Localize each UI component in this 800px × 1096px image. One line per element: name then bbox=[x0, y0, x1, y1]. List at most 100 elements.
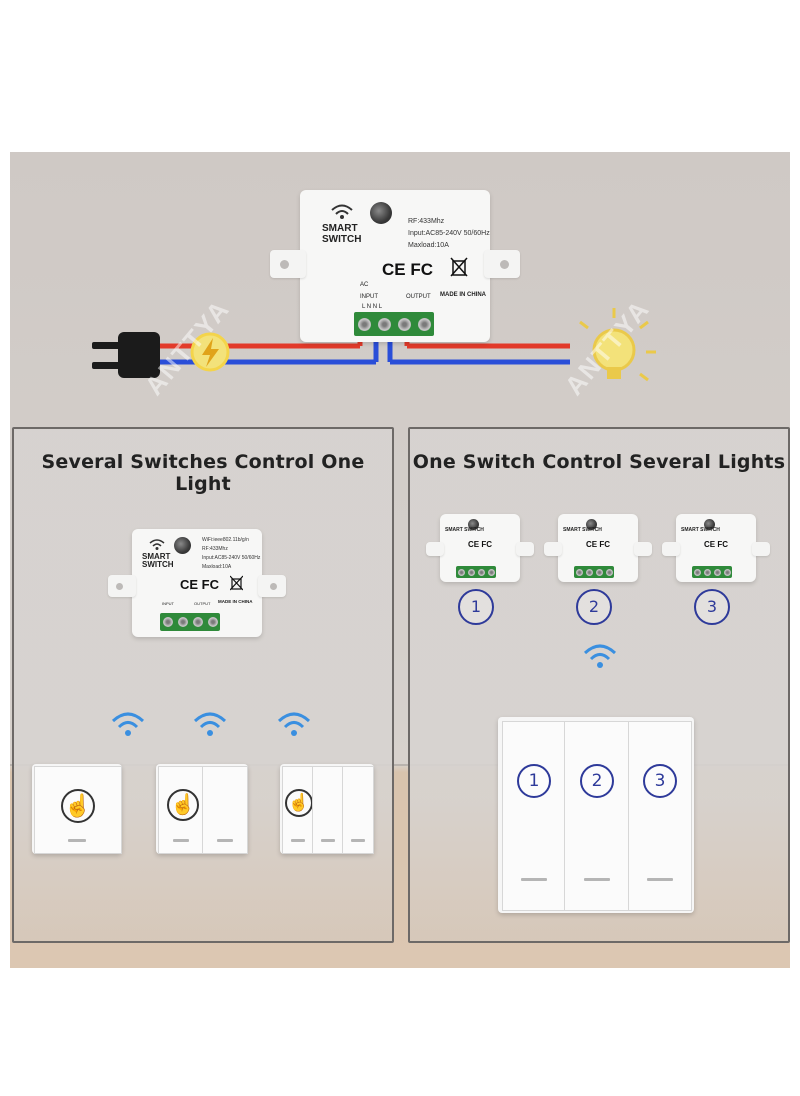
panel-one-switch: One Switch Control Several Lights SMART … bbox=[408, 427, 790, 943]
indicator-lens bbox=[704, 519, 715, 530]
made-in-label: MADE IN CHINA bbox=[440, 292, 486, 298]
terminal-block bbox=[574, 566, 614, 578]
terminal-block bbox=[160, 613, 220, 631]
terminal-block bbox=[354, 312, 434, 336]
small-module-3: SMART SWITCH CE FC bbox=[662, 514, 770, 582]
terminal-screw bbox=[192, 617, 203, 627]
floor-line bbox=[10, 764, 790, 766]
terminal-screw bbox=[397, 317, 411, 331]
input-label: INPUT bbox=[360, 294, 378, 300]
product-scene: SMART SWITCH RF:433Mhz Input:AC85-240V 5… bbox=[10, 152, 790, 968]
switch-rocker[interactable]: ☝ bbox=[282, 766, 314, 854]
switch-rocker[interactable] bbox=[312, 766, 344, 854]
switch-button-3[interactable]: 3 bbox=[628, 721, 692, 911]
module-label: SMART SWITCH bbox=[445, 527, 484, 533]
output-label: OUTPUT bbox=[194, 601, 211, 606]
indicator-lens bbox=[468, 519, 479, 530]
input-label: INPUT bbox=[162, 601, 174, 606]
label-line-2: SWITCH bbox=[142, 560, 174, 570]
certification-marks: CE FC bbox=[704, 540, 728, 549]
terminal-screw bbox=[207, 617, 218, 627]
wiring-diagram bbox=[92, 308, 656, 382]
certification-marks: CE FC bbox=[382, 260, 433, 279]
wifi-signal-icon bbox=[331, 204, 353, 219]
mounting-ear-left bbox=[662, 542, 680, 556]
wifi-signal-icon bbox=[149, 539, 165, 550]
touch-hand-icon: ☝ bbox=[61, 789, 95, 823]
weee-bin-icon bbox=[230, 575, 243, 591]
light-bulb-icon bbox=[579, 308, 656, 382]
spec-maxload: Maxload:10A bbox=[408, 242, 449, 249]
main-smart-switch-module: SMART SWITCH RF:433Mhz Input:AC85-240V 5… bbox=[270, 190, 520, 342]
switch-rocker[interactable] bbox=[202, 766, 248, 854]
panel-smart-switch-module: SMART SWITCH WiFi:ieee802.11b/g/n RF:433… bbox=[108, 529, 286, 637]
ac-label: AC bbox=[360, 282, 369, 288]
switch-button-1[interactable]: 1 bbox=[502, 721, 566, 911]
mounting-ear-left bbox=[426, 542, 444, 556]
button-number-2: 2 bbox=[580, 764, 614, 798]
switch-indicator bbox=[217, 839, 233, 842]
spec-input: Input:AC85-240V 50/60Hz bbox=[202, 555, 261, 561]
mounting-ear-left bbox=[108, 575, 136, 597]
touch-hand-icon: ☝ bbox=[167, 789, 199, 821]
lightning-bolt-icon bbox=[190, 332, 230, 372]
certification-marks: CE FC bbox=[586, 540, 610, 549]
spec-input: Input:AC85-240V 50/60Hz bbox=[408, 230, 490, 237]
button-number-1: 1 bbox=[517, 764, 551, 798]
module-number-3: 3 bbox=[694, 589, 730, 625]
switch-indicator bbox=[647, 878, 673, 881]
switch-indicator bbox=[291, 839, 305, 842]
made-in-label: MADE IN CHINA bbox=[218, 599, 253, 604]
terminal-screw bbox=[417, 317, 431, 331]
spec-rf: RF:433Mhz bbox=[202, 546, 228, 552]
mounting-ear-left bbox=[544, 542, 562, 556]
switch-indicator bbox=[351, 839, 365, 842]
module-label: SMART SWITCH bbox=[322, 223, 362, 245]
button-number-3: 3 bbox=[643, 764, 677, 798]
small-module-2: SMART SWITCH CE FC bbox=[544, 514, 652, 582]
wall-switch-1-gang[interactable]: ☝ bbox=[32, 764, 122, 854]
wifi-signal-icon bbox=[111, 712, 145, 736]
switch-rocker[interactable]: ☝ bbox=[158, 766, 204, 854]
certification-marks: CE FC bbox=[468, 540, 492, 549]
switch-indicator bbox=[521, 878, 547, 881]
certification-marks: CE FC bbox=[180, 577, 219, 592]
module-number-2: 2 bbox=[576, 589, 612, 625]
label-line-1: SMART bbox=[322, 223, 358, 234]
switch-indicator bbox=[584, 878, 610, 881]
module-label: SMART SWITCH bbox=[563, 527, 602, 533]
wall-switch-3-gang[interactable]: ☝ bbox=[280, 764, 374, 854]
weee-bin-icon bbox=[450, 257, 468, 277]
mounting-ear-right bbox=[258, 575, 286, 597]
terminal-screw bbox=[377, 317, 391, 331]
spec-rf: RF:433Mhz bbox=[408, 218, 445, 225]
indicator-lens bbox=[174, 537, 191, 554]
switch-rocker[interactable] bbox=[342, 766, 374, 854]
label-line-1: SMART bbox=[142, 552, 171, 561]
wifi-signal-icon bbox=[277, 712, 311, 736]
module-label: SMART SWITCH bbox=[681, 527, 720, 533]
terminal-screw bbox=[162, 617, 173, 627]
panel-title: Several Switches Control One Light bbox=[41, 451, 365, 495]
terminal-block bbox=[692, 566, 732, 578]
terminal-block bbox=[456, 566, 496, 578]
terminal-screw bbox=[357, 317, 371, 331]
switch-button-2[interactable]: 2 bbox=[564, 721, 630, 911]
spec-wifi: WiFi:ieee802.11b/g/n bbox=[202, 537, 249, 543]
panel-title: One Switch Control Several Lights bbox=[412, 451, 786, 473]
label-line-2: SWITCH bbox=[322, 233, 362, 245]
mounting-ear-right bbox=[752, 542, 770, 556]
switch-rocker[interactable]: ☝ bbox=[34, 766, 122, 854]
touch-hand-icon: ☝ bbox=[285, 789, 313, 817]
small-module-1: SMART SWITCH CE FC bbox=[426, 514, 534, 582]
wifi-signal-icon bbox=[193, 712, 227, 736]
module-number-1: 1 bbox=[458, 589, 494, 625]
wall-switch-3-gang-large[interactable]: 1 2 3 bbox=[498, 717, 694, 913]
spec-maxload: Maxload:10A bbox=[202, 564, 232, 570]
mounting-ear-right bbox=[484, 250, 520, 278]
terminal-letters: L N N L bbox=[362, 304, 383, 310]
switch-indicator bbox=[68, 839, 86, 842]
indicator-lens bbox=[586, 519, 597, 530]
wall-switch-2-gang[interactable]: ☝ bbox=[156, 764, 248, 854]
terminal-screw bbox=[177, 617, 188, 627]
